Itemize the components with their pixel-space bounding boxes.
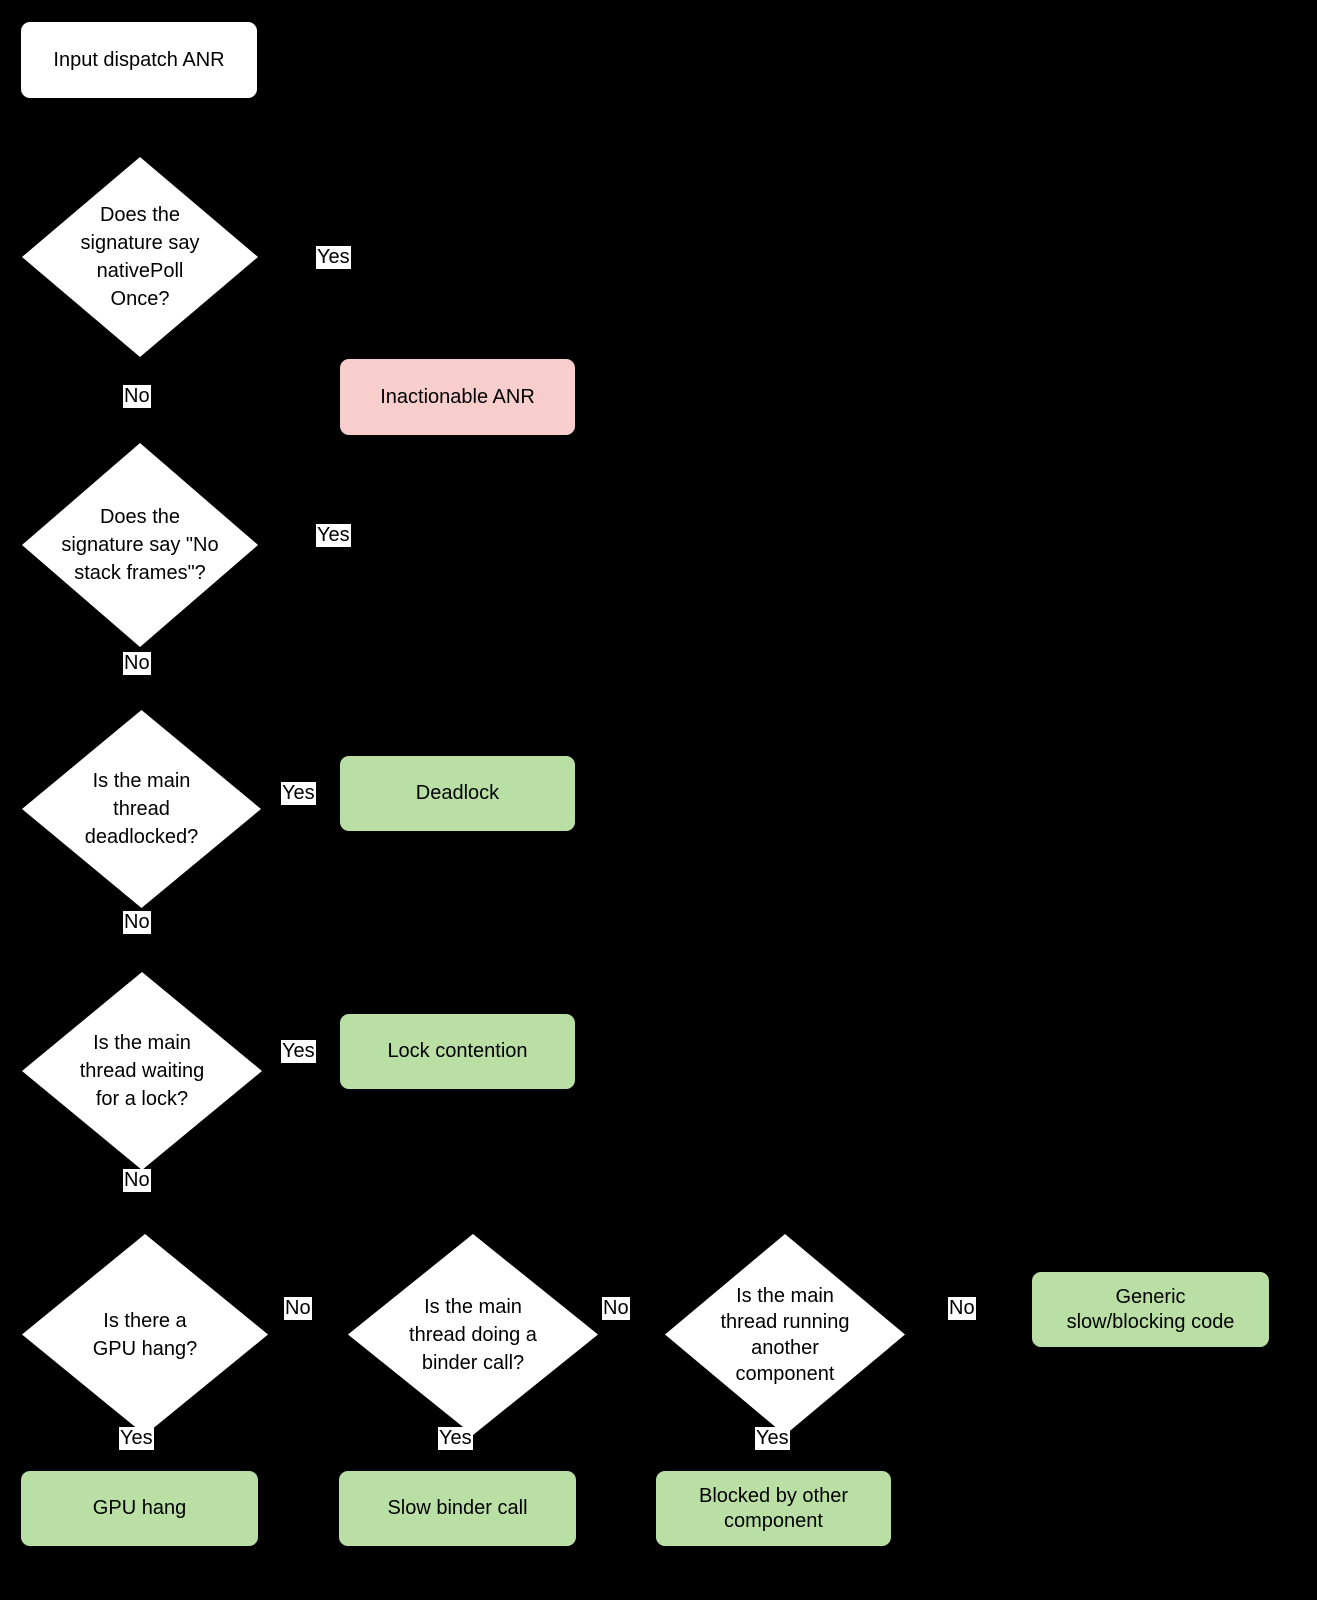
node-deadlock[interactable]: Deadlock xyxy=(340,756,575,831)
arrowhead-waiting-lock-no xyxy=(133,1227,145,1236)
node-input-dispatch-anr[interactable]: Input dispatch ANR xyxy=(21,22,257,98)
node-lock-contention[interactable]: Lock contention xyxy=(340,1014,575,1089)
diamond-shape xyxy=(22,157,258,357)
arrowhead-gpu-hang-no xyxy=(339,1303,348,1315)
node-label: Deadlock xyxy=(415,782,500,804)
node-gpu-hang-outcome[interactable]: GPU hang xyxy=(21,1471,258,1546)
edge-label-nostackframes-yes: Yes xyxy=(316,524,351,547)
edge-nativepollonce-yes xyxy=(258,258,458,260)
arrowhead-nativepollonce-no xyxy=(133,436,145,445)
arrowhead-waiting-lock-yes xyxy=(331,1045,340,1057)
edge-label-deadlocked-yes: Yes xyxy=(281,782,316,805)
diamond-shape xyxy=(22,972,262,1170)
node-label: Generic slow/blocking code xyxy=(1066,1285,1235,1333)
node-generic-slow-blocking-code[interactable]: Generic slow/blocking code xyxy=(1032,1272,1269,1347)
node-label: Slow binder call xyxy=(387,1497,528,1519)
diamond-shape xyxy=(665,1234,905,1435)
edge-label-gpu-hang-yes: Yes xyxy=(119,1427,154,1450)
arrowhead-nostackframes-no xyxy=(133,703,145,712)
edge-label-nativepollonce-yes: Yes xyxy=(316,246,351,269)
diamond-shape xyxy=(22,443,258,647)
edge-label-other-component-no: No xyxy=(948,1297,976,1320)
node-question-nativepollonce[interactable]: Does the signature say nativePoll Once? xyxy=(22,157,258,357)
edge-label-nativepollonce-no: No xyxy=(123,385,151,408)
edge-label-binder-call-no: No xyxy=(602,1297,630,1320)
edge-label-other-component-yes: Yes xyxy=(755,1427,790,1450)
arrowhead-binder-call-no xyxy=(656,1303,665,1315)
node-label: Inactionable ANR xyxy=(380,385,535,408)
diamond-shape xyxy=(22,710,261,908)
node-blocked-by-other-component-outcome[interactable]: Blocked by other component xyxy=(656,1471,891,1546)
diamond-shape xyxy=(22,1234,268,1435)
node-question-gpu-hang[interactable]: Is there a GPU hang? xyxy=(22,1234,268,1435)
node-question-another-component[interactable]: Is the main thread running another compo… xyxy=(665,1234,905,1435)
node-label: GPU hang xyxy=(92,1497,187,1519)
edge-label-nostackframes-no: No xyxy=(123,652,151,675)
arrowhead-deadlocked-yes xyxy=(331,787,340,799)
node-label: Lock contention xyxy=(387,1040,528,1062)
edge-label-waiting-lock-yes: Yes xyxy=(281,1040,316,1063)
node-slow-binder-call-outcome[interactable]: Slow binder call xyxy=(339,1471,576,1546)
node-label: Input dispatch ANR xyxy=(53,48,225,71)
edge-label-binder-call-yes: Yes xyxy=(438,1427,473,1450)
arrowhead-other-component-yes xyxy=(767,1464,779,1473)
edge-nostackframes-yes xyxy=(258,535,458,537)
arrowhead-other-component-no xyxy=(1023,1303,1032,1315)
node-question-main-thread-deadlocked[interactable]: Is the main thread deadlocked? xyxy=(22,710,261,908)
node-question-binder-call[interactable]: Is the main thread doing a binder call? xyxy=(348,1234,598,1435)
edge-label-waiting-lock-no: No xyxy=(123,1169,151,1192)
edge-nativepollonce-yes-drop xyxy=(456,258,458,358)
edge-label-deadlocked-no: No xyxy=(123,911,151,934)
node-question-main-thread-waiting-lock[interactable]: Is the main thread waiting for a lock? xyxy=(22,972,262,1170)
edge-label-gpu-hang-no: No xyxy=(284,1297,312,1320)
arrowhead-deadlocked-no xyxy=(133,964,145,973)
node-question-no-stack-frames[interactable]: Does the signature say "No stack frames"… xyxy=(22,443,258,647)
edge-gpu-hang-yes xyxy=(138,1420,140,1498)
node-inactionable-anr[interactable]: Inactionable ANR xyxy=(340,359,575,435)
arrowhead-binder-call-yes xyxy=(451,1464,463,1473)
arrowhead-nativepollonce-yes xyxy=(451,350,463,359)
diamond-shape xyxy=(348,1234,598,1435)
edge-start-to-nativepollonce xyxy=(138,98,140,168)
node-label: Blocked by other component xyxy=(699,1484,848,1532)
